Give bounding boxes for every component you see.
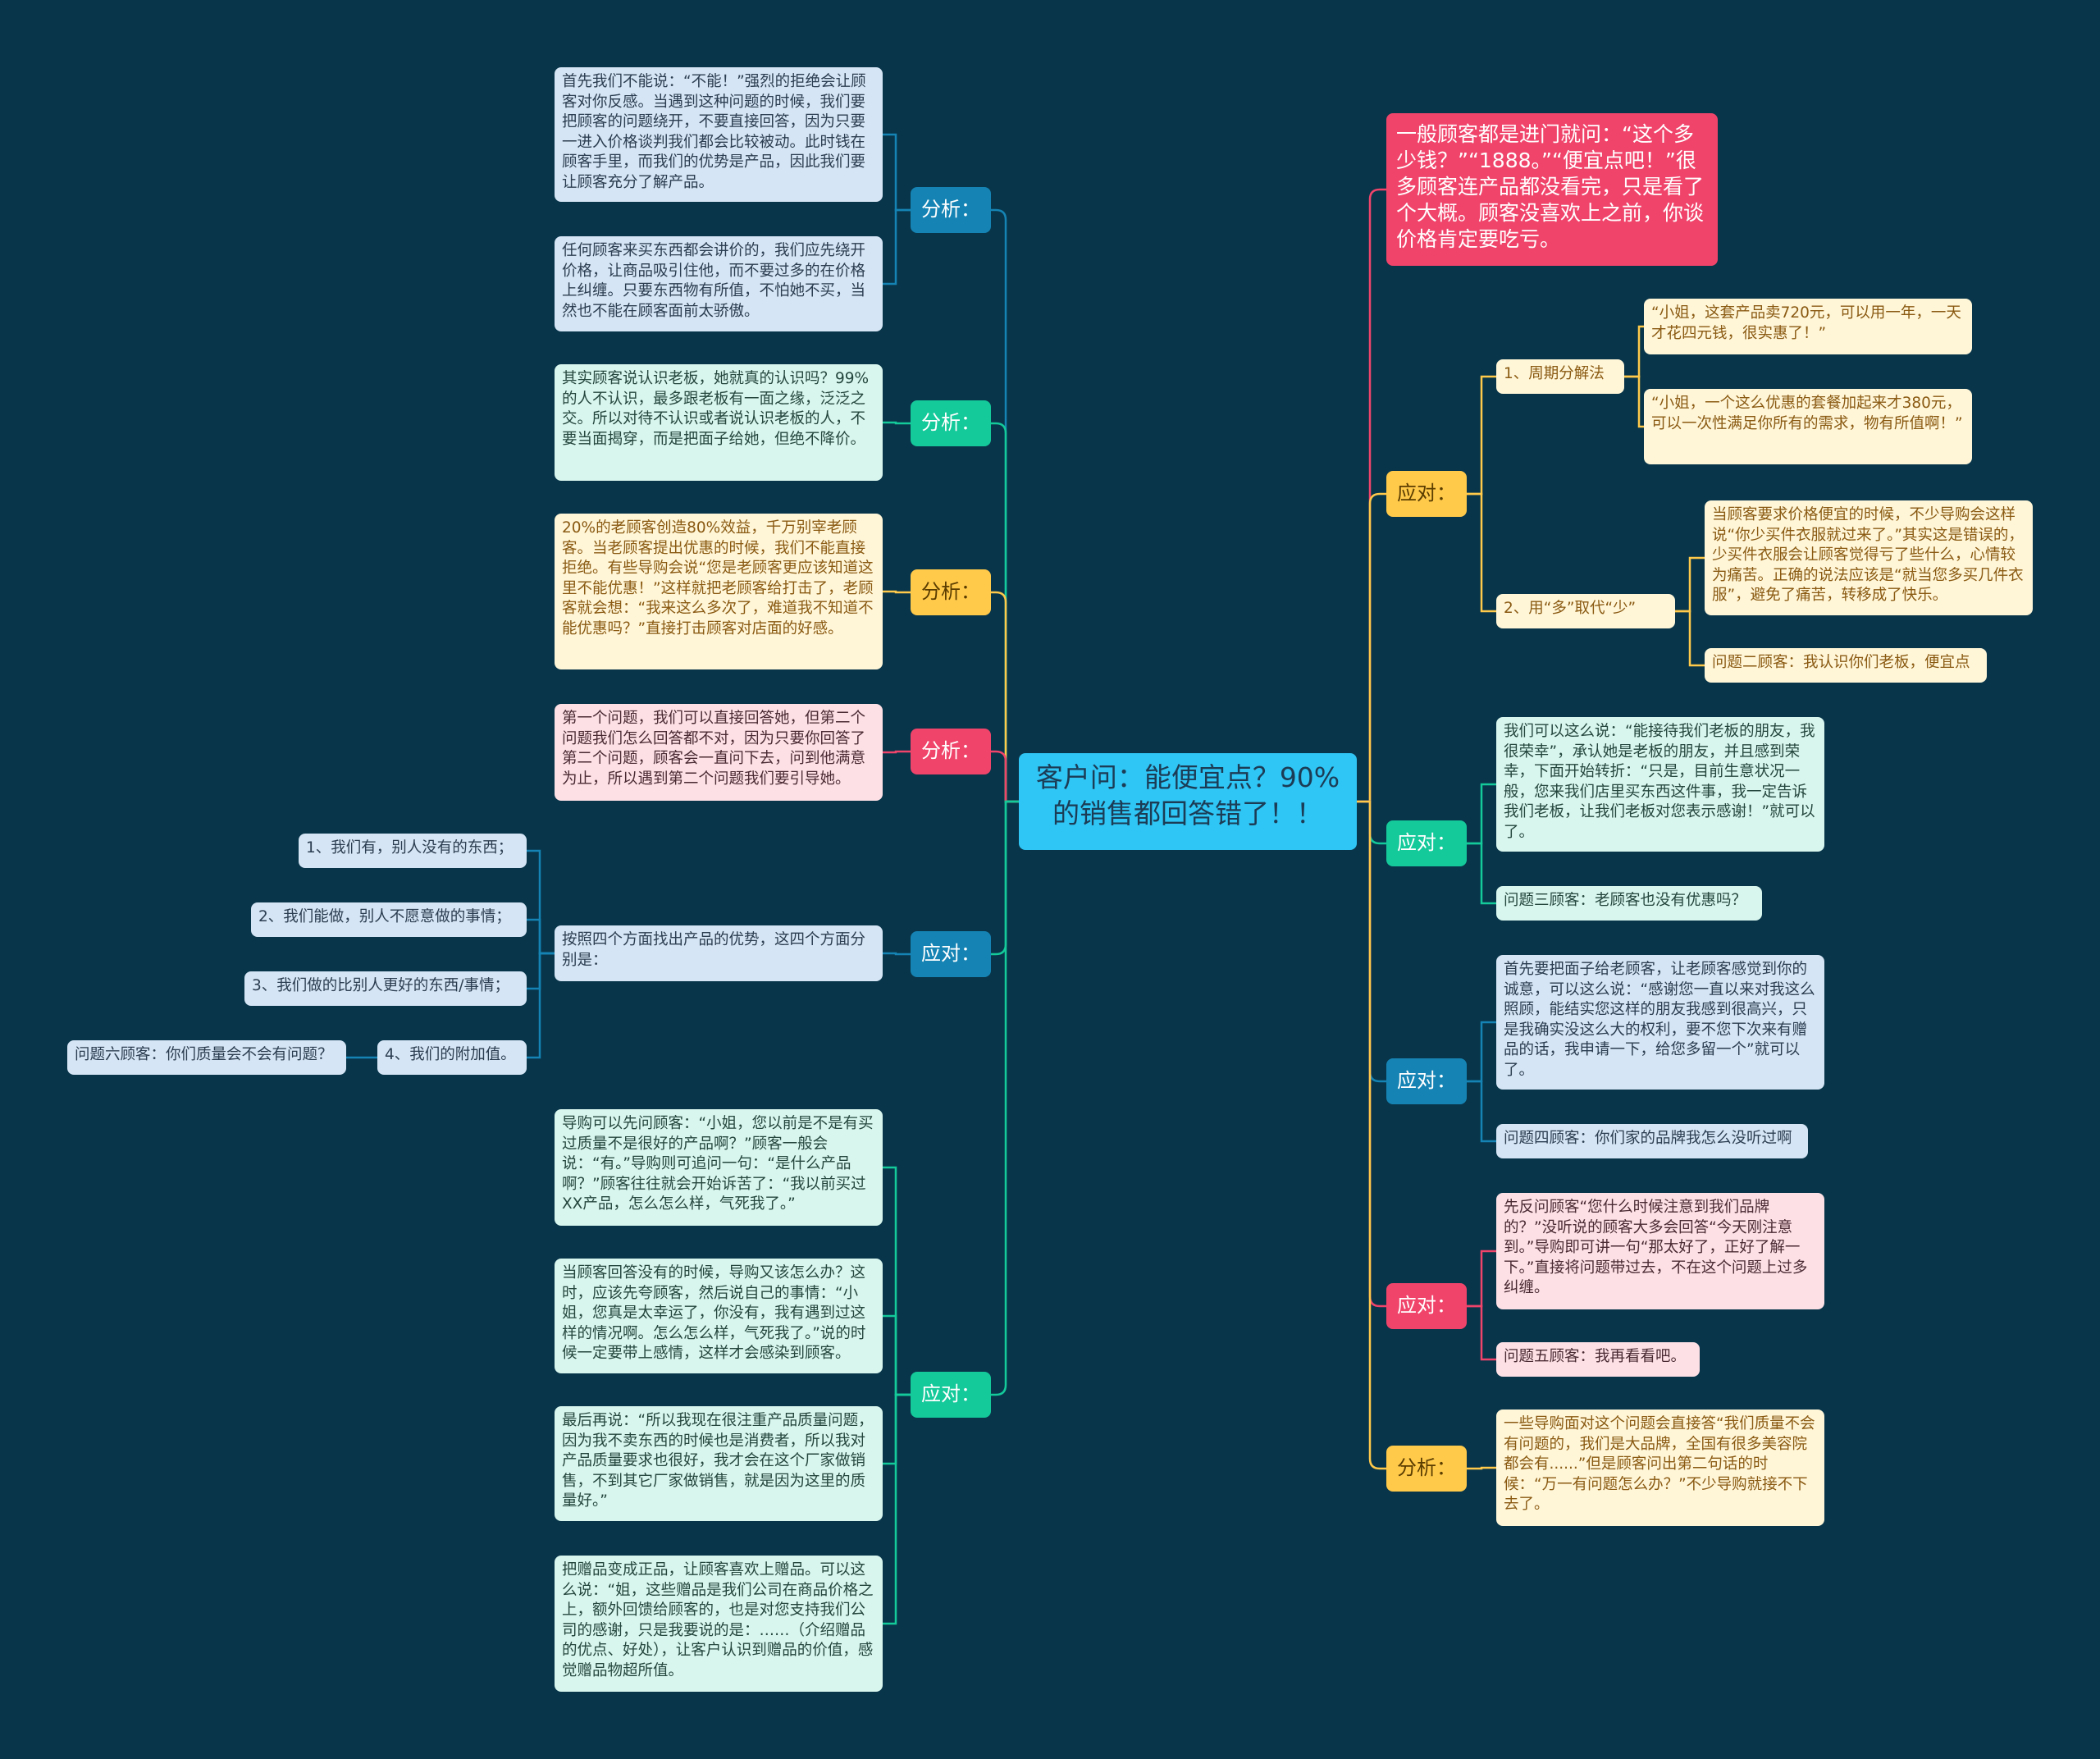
intro-note[interactable]: 一般顾客都是进门就问：“这个多少钱？”“1888。”“便宜点吧！”很多顾客连产品… <box>1386 113 1718 266</box>
response-r3-text-1[interactable]: 首先要把面子给老顾客，让老顾客感觉到你的诚意，可以这么说：“感谢您一直以来对我这… <box>1496 955 1824 1090</box>
link-b6-1 <box>883 1314 911 1396</box>
link-r3-0 <box>1467 1021 1496 1083</box>
link-root-b3 <box>991 591 1019 803</box>
link-root-top <box>1357 188 1386 803</box>
link-b6-3 <box>883 1393 911 1625</box>
branch-analysis-4[interactable]: 分析： <box>911 729 991 774</box>
link-root-r4 <box>1357 800 1386 1308</box>
response-5-item-3[interactable]: 3、我们做的比别人更好的东西/事情； <box>244 971 527 1006</box>
link-r5-0 <box>1467 1466 1496 1470</box>
analysis-r5-text-1[interactable]: 一些导购面对这个问题会直接答“我们质量不会有问题的，我们是大品牌，全国有很多美容… <box>1496 1409 1824 1526</box>
analysis-3-text-1[interactable]: 20%的老顾客创造80%效益，千万别宰老顾客。当老顾客提出优惠的时候，我们不能直… <box>555 514 883 669</box>
link-r1-m2-1 <box>1675 610 1705 667</box>
question-2[interactable]: 问题二顾客：我认识你们老板，便宜点 <box>1705 648 1987 683</box>
link-r1-m2-0 <box>1675 556 1705 613</box>
method-1-example-2[interactable]: “小姐，一个这么优惠的套餐加起来才380元，可以一次性满足你所有的需求，物有所值… <box>1644 389 1972 464</box>
method-2-example-1[interactable]: 当顾客要求价格便宜的时候，不少导购会这样说“你少买件衣服就过来了。”其实这是错误… <box>1705 500 2033 615</box>
link-root-b1 <box>991 208 1019 803</box>
branch-response-5[interactable]: 应对： <box>911 931 991 977</box>
method-1-example-1[interactable]: “小姐，这套产品卖720元，可以用一年，一天才花四元钱，很实惠了！” <box>1644 299 1972 354</box>
link-b5-items-3 <box>527 952 555 1059</box>
link-r1-0 <box>1467 375 1496 496</box>
link-r1-m1-1 <box>1624 375 1644 428</box>
link-b1-0 <box>883 133 911 212</box>
link-r4-1 <box>1467 1304 1496 1361</box>
analysis-4-text-1[interactable]: 第一个问题，我们可以直接回答她，但第二个问题我们怎么回答都不对，因为只要你回答了… <box>555 704 883 801</box>
link-root-b4 <box>991 750 1019 803</box>
branch-analysis-3[interactable]: 分析： <box>911 569 991 615</box>
branch-right-analysis-5[interactable]: 分析： <box>1386 1446 1467 1492</box>
link-root-r1 <box>1357 492 1386 803</box>
response-6-text-3[interactable]: 最后再说：“所以我现在很注重产品质量问题，因为我不卖东西的时候也是消费者，所以我… <box>555 1406 883 1521</box>
response-r2-text-1[interactable]: 我们可以这么说：“能接待我们老板的朋友，我很荣幸”，承认她是老板的朋友，并且感到… <box>1496 717 1824 852</box>
link-r1-m1-0 <box>1624 325 1644 378</box>
branch-right-response-2[interactable]: 应对： <box>1386 820 1467 866</box>
branch-right-response-1[interactable]: 应对： <box>1386 471 1467 517</box>
analysis-1-text-2[interactable]: 任何顾客来买东西都会讲价的，我们应先绕开价格，让商品吸引住他，而不要过多的在价格… <box>555 236 883 331</box>
response-5-text-1[interactable]: 按照四个方面找出产品的优势，这四个方面分别是： <box>555 925 883 981</box>
link-b1-1 <box>883 208 911 286</box>
branch-response-6[interactable]: 应对： <box>911 1372 991 1418</box>
link-r2-0 <box>1467 783 1496 845</box>
link-root-b6 <box>991 800 1019 1396</box>
root-topic[interactable]: 客户问：能便宜点？90%的销售都回答错了！！ <box>1019 753 1357 850</box>
response-6-text-4[interactable]: 把赠品变成正品，让顾客喜欢上赠品。可以这么说：“姐，这些赠品是我们公司在商品价格… <box>555 1556 883 1692</box>
response-6-text-1[interactable]: 导购可以先问顾客：“小姐，您以前是不是有买过质量不是很好的产品啊？”顾客一般会说… <box>555 1109 883 1226</box>
method-1-period[interactable]: 1、周期分解法 <box>1496 359 1624 394</box>
analysis-2-text-1[interactable]: 其实顾客说认识老板，她就真的认识吗？99%的人不认识，最多跟老板有一面之缘，泛泛… <box>555 364 883 481</box>
response-r4-text-1[interactable]: 先反问顾客“您什么时候注意到我们品牌的？”没听说的顾客大多会回答“今天刚注意到。… <box>1496 1193 1824 1309</box>
branch-analysis-1[interactable]: 分析： <box>911 187 991 233</box>
link-r1-1 <box>1467 492 1496 613</box>
link-root-b2 <box>991 422 1019 803</box>
link-b5-items-1 <box>527 918 555 955</box>
analysis-1-text-1[interactable]: 首先我们不能说：“不能！”强烈的拒绝会让顾客对你反感。当遇到这种问题的时候，我们… <box>555 67 883 202</box>
link-r2-1 <box>1467 842 1496 905</box>
link-root-r2 <box>1357 800 1386 845</box>
method-2-more[interactable]: 2、用“多”取代“少” <box>1496 594 1675 628</box>
branch-analysis-2[interactable]: 分析： <box>911 400 991 446</box>
question-5[interactable]: 问题五顾客：我再看看吧。 <box>1496 1342 1700 1377</box>
link-root-r5 <box>1357 800 1386 1470</box>
question-4[interactable]: 问题四顾客：你们家的品牌我怎么没听过啊 <box>1496 1124 1808 1158</box>
link-b5-0 <box>883 952 911 956</box>
response-6-text-2[interactable]: 当顾客回答没有的时候，导购又该怎么办？这时，应该先夸顾客，然后说自己的事情：“小… <box>555 1259 883 1373</box>
response-5-item-2[interactable]: 2、我们能做，别人不愿意做的事情； <box>251 902 527 937</box>
question-3[interactable]: 问题三顾客：老顾客也没有优惠吗？ <box>1496 886 1762 921</box>
link-r3-1 <box>1467 1080 1496 1143</box>
branch-right-response-4[interactable]: 应对： <box>1386 1283 1467 1329</box>
question-6[interactable]: 问题六顾客：你们质量会不会有问题？ <box>67 1040 346 1075</box>
response-5-item-1[interactable]: 1、我们有，别人没有的东西； <box>299 834 527 868</box>
response-5-item-4[interactable]: 4、我们的附加值。 <box>377 1040 527 1075</box>
link-r4-0 <box>1467 1250 1496 1308</box>
branch-right-response-3[interactable]: 应对： <box>1386 1058 1467 1104</box>
